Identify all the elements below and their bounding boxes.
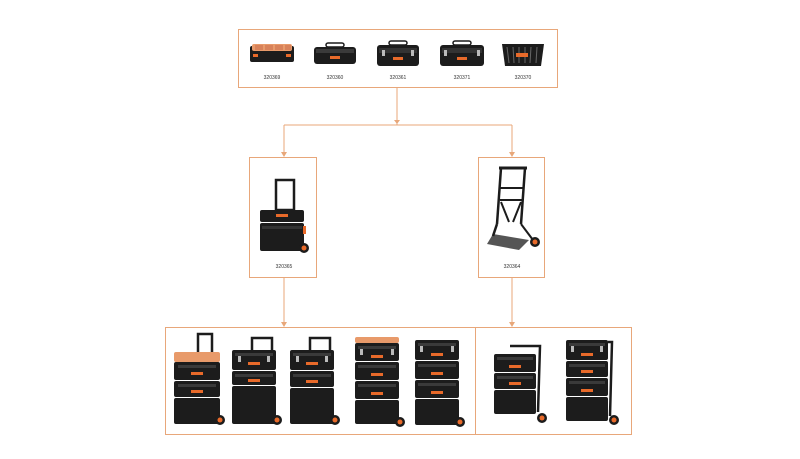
trolley-frame-right: 320364 [478, 157, 545, 278]
product-code: 320369 [263, 75, 281, 81]
stacked-toolbox-icon [566, 340, 619, 425]
stacked-toolbox-icon [290, 336, 340, 425]
toolbox-icon [440, 40, 484, 66]
stacked-toolbox-icon [355, 337, 405, 427]
top-products-frame: 320369 320360 320361 320371 320370 [238, 29, 558, 88]
combinations-frame [165, 327, 632, 435]
frame-divider [475, 328, 476, 434]
organizer-box-icon [250, 44, 294, 62]
product-code: 320360 [326, 75, 344, 81]
crate-icon [502, 44, 544, 66]
product-code: 320370 [514, 75, 532, 81]
trolley-icon [260, 178, 309, 253]
hand-truck-icon [487, 166, 540, 250]
product-code: 320371 [453, 75, 471, 81]
toolbox-icon [377, 40, 419, 66]
stacked-toolbox-icon [415, 340, 465, 427]
toolbox-icon [314, 42, 356, 64]
stacked-toolbox-icon [174, 332, 225, 425]
stacked-toolbox-icon [494, 344, 547, 423]
product-code: 320365 [275, 264, 293, 270]
product-code: 320361 [389, 75, 407, 81]
product-code: 320364 [503, 264, 521, 270]
trolley-frame-left: 320365 [249, 157, 317, 278]
stacked-toolbox-icon [232, 336, 282, 425]
